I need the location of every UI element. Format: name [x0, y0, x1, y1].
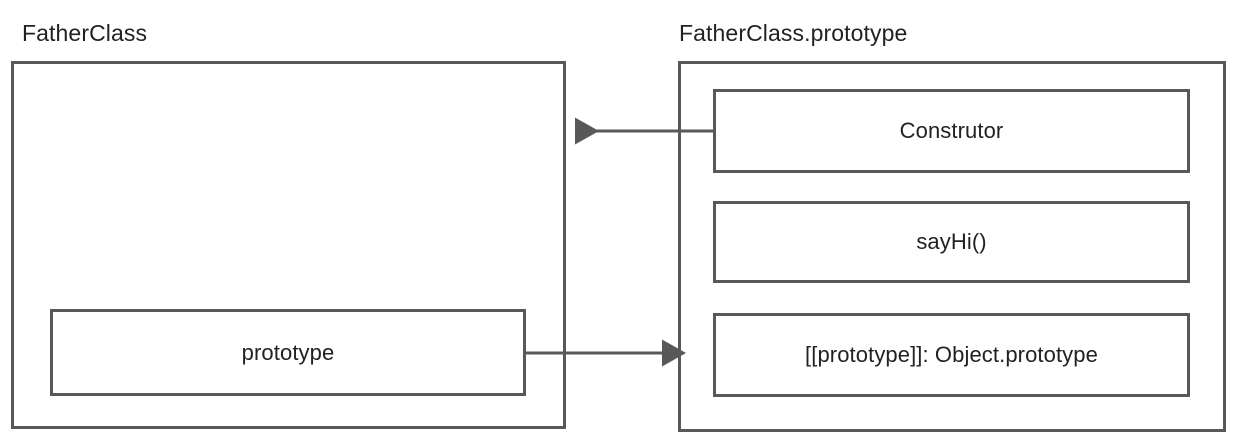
slot-constructor[interactable]: Construtor — [713, 89, 1190, 173]
slot-object-prototype[interactable]: [[prototype]]: Object.prototype — [713, 313, 1190, 397]
slot-sayhi-label: sayHi() — [916, 229, 987, 254]
right-panel-title: FatherClass.prototype — [679, 20, 908, 46]
slot-object-prototype-label: [[prototype]]: Object.prototype — [805, 342, 1098, 367]
slot-prototype-label: prototype — [241, 339, 335, 365]
left-panel-title: FatherClass — [22, 20, 148, 46]
slot-sayhi[interactable]: sayHi() — [713, 201, 1190, 283]
slot-constructor-label: Construtor — [899, 118, 1004, 143]
slot-prototype[interactable]: prototype — [50, 309, 526, 396]
